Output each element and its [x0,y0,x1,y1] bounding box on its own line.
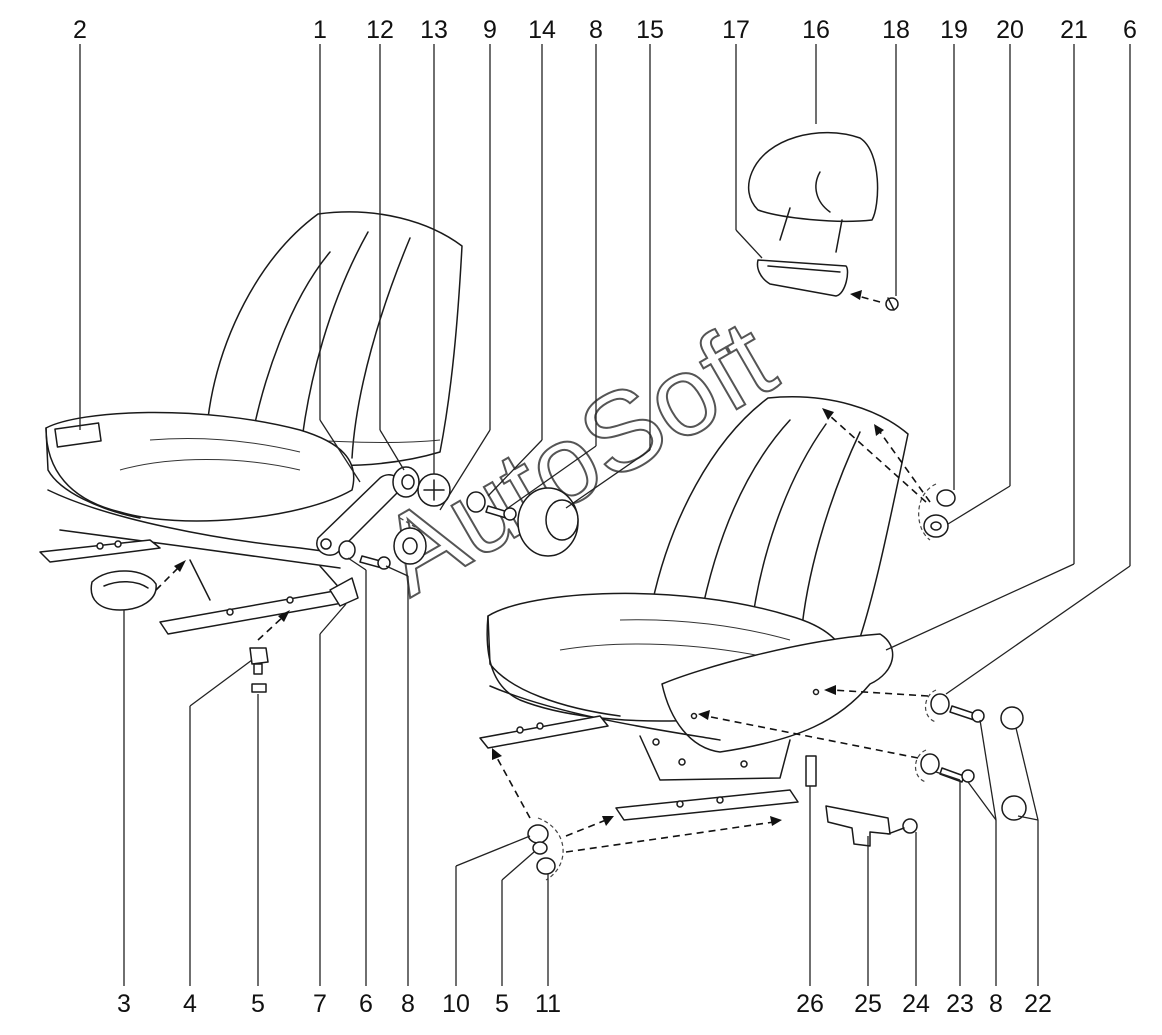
callout-14: 14 [528,16,556,44]
callout-11: 11 [535,990,561,1018]
callout-22: 22 [1024,990,1052,1018]
callout-26: 26 [796,990,824,1018]
callout-8-bottom-left: 8 [401,990,415,1018]
callout-1: 1 [313,16,327,44]
callout-19: 19 [940,16,968,44]
callout-18: 18 [882,16,910,44]
callout-5-left: 5 [251,990,265,1018]
callout-8-bottom-right: 8 [989,990,1003,1018]
callout-4: 4 [183,990,197,1018]
left-hinge-parts [90,466,579,693]
callout-17: 17 [722,16,750,44]
callout-7: 7 [313,990,327,1018]
callout-16: 16 [802,16,830,44]
callouts-top: 2 1 12 13 9 14 8 15 17 16 18 19 20 21 6 [73,16,1137,44]
leader-lines [79,44,1131,986]
callout-6-bottom: 6 [359,990,373,1018]
headrest-assembly [747,131,899,311]
callout-2: 2 [73,16,87,44]
callout-13: 13 [420,16,448,44]
callout-10: 10 [442,990,470,1018]
callout-9: 9 [483,16,497,44]
left-seat-assembly [39,211,463,635]
callout-8-top: 8 [589,16,603,44]
right-assembly-arrows [492,408,937,881]
callout-24: 24 [902,990,930,1018]
callout-15: 15 [636,16,664,44]
callout-20: 20 [996,16,1024,44]
right-seat-assembly [479,396,909,821]
left-assembly-arrows [155,517,421,641]
callout-6-top: 6 [1123,16,1137,44]
callout-12: 12 [366,16,394,44]
callout-25: 25 [854,990,882,1018]
right-fasteners [527,489,1027,875]
callout-23: 23 [946,990,974,1018]
callout-3: 3 [117,990,131,1018]
callout-5-right: 5 [495,990,509,1018]
callout-21: 21 [1060,16,1088,44]
callouts-bottom: 3 4 5 7 6 8 10 5 11 26 25 24 23 8 22 [117,990,1052,1018]
